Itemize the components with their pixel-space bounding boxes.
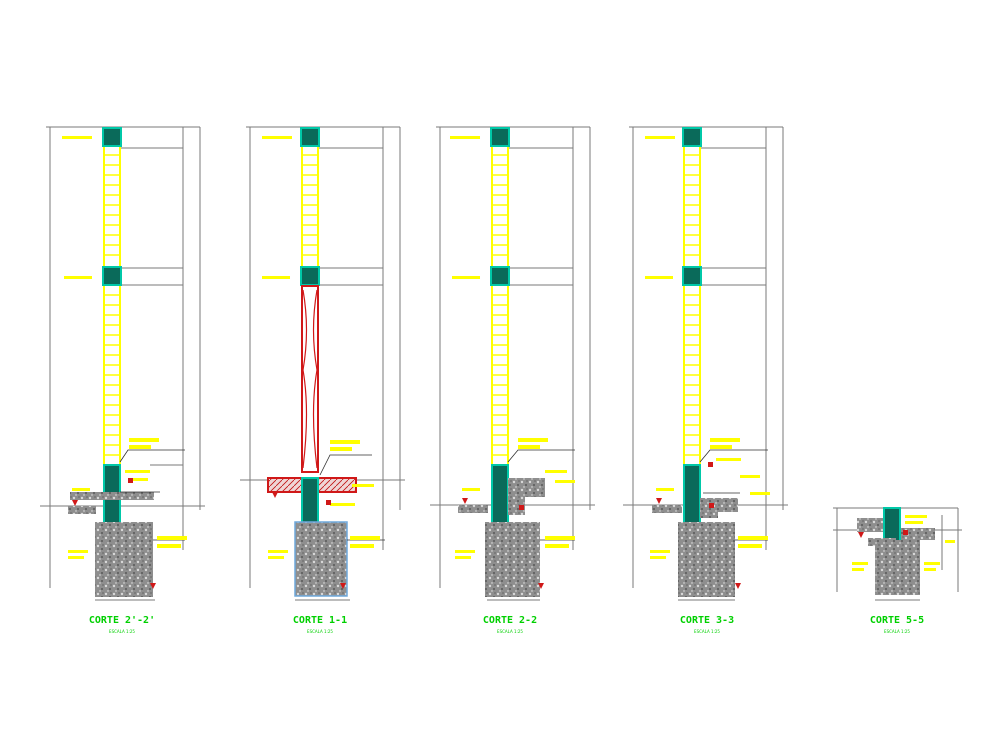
masonry-courses — [492, 154, 508, 456]
masonry-courses — [684, 154, 700, 456]
section-corte-2p-2p — [40, 126, 205, 601]
column-stub — [883, 507, 901, 543]
masonry-wall — [683, 139, 701, 466]
masonry-courses — [104, 154, 120, 456]
mid-tie-beam — [102, 266, 122, 286]
footing — [678, 522, 735, 597]
section-title: CORTE 3-3 — [680, 615, 734, 626]
sidewalk-slab — [458, 505, 488, 513]
masonry-courses — [302, 154, 318, 256]
annotation-labels — [262, 136, 380, 559]
dimension-lines — [40, 126, 205, 601]
stepped-slab — [700, 498, 738, 518]
section-title: CORTE 5-5 — [870, 615, 924, 626]
section-scale: ESCALA 1:25 — [497, 629, 523, 634]
mid-tie-beam — [682, 266, 702, 286]
section-scale: ESCALA 1:25 — [109, 629, 135, 634]
annotation-labels — [645, 136, 770, 559]
level-markers — [462, 498, 544, 589]
section-corte-1-1 — [240, 126, 405, 601]
slab — [857, 518, 884, 532]
annotation-labels — [62, 136, 187, 559]
section-scale: ESCALA 1:25 — [694, 629, 720, 634]
stepped-slab — [508, 478, 545, 515]
section-corte-5-5 — [833, 507, 962, 601]
level-markers — [858, 530, 908, 538]
sidewalk-slab — [652, 505, 682, 513]
section-corte-2-2 — [430, 126, 595, 601]
footing — [294, 521, 348, 597]
top-tie-beam — [102, 127, 122, 147]
annotation-labels — [852, 515, 955, 571]
mid-tie-beam — [300, 266, 320, 286]
section-scale: ESCALA 1:25 — [884, 629, 910, 634]
window-opening — [301, 285, 319, 473]
top-tie-beam — [300, 127, 320, 147]
section-corte-3-3 — [623, 126, 788, 601]
section-title: CORTE 1-1 — [293, 615, 347, 626]
floor-slab — [70, 492, 154, 500]
column-base — [301, 477, 319, 529]
column-base — [491, 464, 509, 526]
level-markers — [272, 492, 346, 589]
masonry-wall — [103, 139, 121, 466]
top-tie-beam — [490, 127, 510, 147]
window-frame-lines — [302, 289, 318, 469]
section-title: CORTE 2-2 — [483, 615, 537, 626]
annotation-labels — [450, 136, 575, 559]
level-markers — [72, 478, 156, 589]
section-title: CORTE 2'-2' — [89, 615, 155, 626]
level-markers — [656, 462, 741, 589]
section-scale: ESCALA 1:25 — [307, 629, 333, 634]
mid-tie-beam — [490, 266, 510, 286]
masonry-wall — [491, 139, 509, 466]
sidewalk-slab — [68, 506, 96, 514]
footing — [875, 540, 920, 595]
column-base — [683, 464, 701, 526]
footing-top — [868, 538, 896, 546]
footing — [95, 522, 153, 597]
section-titles: CORTE 2'-2' ESCALA 1:25 CORTE 1-1 ESCALA… — [89, 615, 924, 634]
footing — [485, 522, 540, 597]
top-tie-beam — [682, 127, 702, 147]
